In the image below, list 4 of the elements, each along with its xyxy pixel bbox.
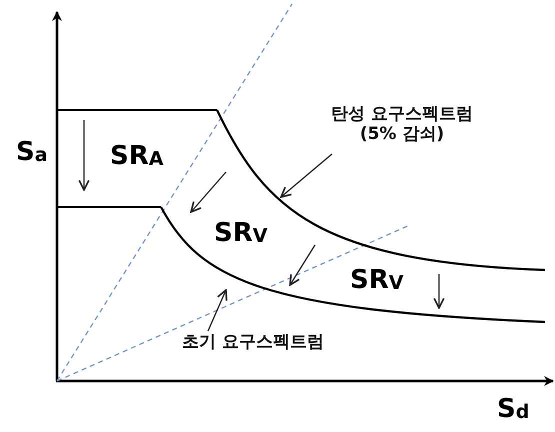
curve-label: 초기 요구스펙트럼 [158,333,348,353]
curve-label: 탄성 요구스펙트럼 (5% 감쇠) [320,105,484,144]
leader-arrow [280,154,332,198]
leader-arrow [207,289,228,332]
